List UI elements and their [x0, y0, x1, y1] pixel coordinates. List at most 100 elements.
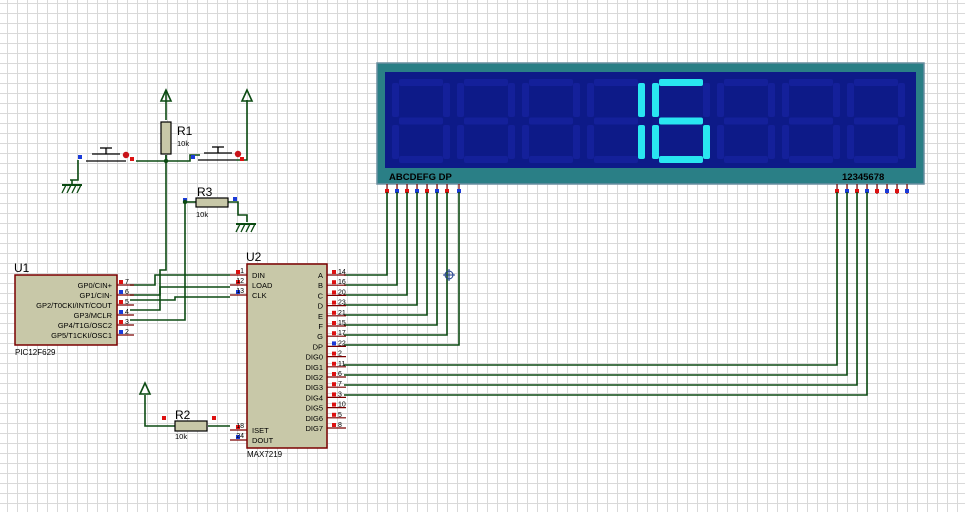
digit-segment — [573, 83, 580, 117]
u2-pin — [332, 372, 336, 376]
u1-pin — [119, 310, 123, 314]
digit-segment — [522, 83, 529, 117]
display-pin — [435, 189, 439, 193]
resistor-r2[interactable]: R2 10k — [162, 408, 216, 441]
u2-pin-name: LOAD — [252, 281, 273, 290]
u1-body — [14, 274, 118, 346]
display-digit — [652, 79, 710, 163]
display-digit — [847, 79, 905, 163]
digit-segment — [854, 117, 898, 125]
u2-pin-number: 10 — [338, 402, 346, 409]
digit-segment — [443, 83, 450, 117]
display-pin — [885, 189, 889, 193]
u1-pin — [119, 280, 123, 284]
u2-pin-number: 16 — [338, 279, 346, 286]
ground-terminal — [235, 223, 256, 233]
wires — [70, 100, 868, 427]
seven-segment-display[interactable]: ABCDEFG DP 12345678 — [376, 62, 925, 194]
digit-segment — [724, 117, 768, 125]
digit-segment — [457, 125, 464, 159]
digit-segment — [522, 125, 529, 159]
u1-pin-name: GP4/T1G/OSC2 — [58, 321, 112, 330]
digit-segment — [703, 125, 710, 159]
u2-pin-name: G — [317, 332, 323, 341]
u2-pin — [236, 435, 240, 439]
digit-segment — [587, 83, 594, 117]
digit-segment — [392, 83, 399, 117]
display-digit — [717, 79, 775, 163]
u1-part: PIC12F629 — [15, 348, 56, 357]
u2-pin — [332, 382, 336, 387]
display-pin — [415, 189, 419, 193]
u2-pin — [236, 290, 240, 294]
u2-pin-number: 7 — [338, 381, 342, 388]
u2-pin — [332, 290, 336, 295]
u1-pin-name: GP3/MCLR — [74, 311, 113, 320]
digit-segment — [854, 79, 898, 86]
display-pin — [855, 189, 859, 193]
u1-ref: U1 — [14, 261, 30, 275]
display-pin — [457, 189, 461, 193]
u1-pin — [119, 330, 123, 334]
r2-ref: R2 — [175, 408, 191, 422]
u2-pin — [332, 361, 336, 366]
u2-pin-number: 21 — [338, 310, 346, 317]
display-digit — [392, 79, 450, 163]
display-digits — [392, 79, 905, 163]
digit-segment — [724, 79, 768, 86]
u2-pin — [236, 270, 240, 274]
display-pin — [445, 189, 449, 193]
button-actuator[interactable] — [234, 150, 242, 158]
u2-pin-number: 22 — [338, 340, 346, 347]
digit-segment — [529, 156, 573, 163]
digit-segment — [638, 125, 645, 159]
u2-pin-number: 15 — [338, 320, 346, 327]
u2-pin — [332, 392, 336, 397]
display-pin — [405, 189, 409, 193]
crosshair-cursor-icon — [443, 269, 455, 281]
u1-pin-name: GP1/CIN- — [79, 291, 112, 300]
u2-pin-number: 12 — [236, 278, 244, 285]
u1-pin-number: 3 — [125, 319, 129, 326]
digit-segment — [464, 117, 508, 125]
digit-segment — [638, 83, 645, 117]
digit-segment — [443, 125, 450, 159]
u1-pic12f629[interactable]: U1 PIC12F629 GP0/CIN+7GP1/CIN-6GP2/T0CKI… — [14, 261, 134, 357]
pushbutton-1[interactable] — [78, 147, 134, 162]
r2-pin — [212, 416, 216, 420]
display-pin — [425, 189, 429, 193]
r3-pin — [233, 197, 237, 201]
display-pin — [385, 189, 389, 193]
u2-pin — [332, 310, 336, 315]
u1-pin-name: GP2/T0CKI/INT/COUT — [36, 301, 112, 310]
u2-pin — [332, 402, 336, 407]
pushbutton-2[interactable] — [191, 146, 244, 161]
digit-segment — [717, 125, 724, 159]
u2-pin-name: DIG7 — [305, 424, 323, 433]
digit-segment — [789, 79, 833, 86]
digit-segment — [399, 79, 443, 86]
resistor-r1[interactable]: R1 10k — [160, 121, 193, 155]
u2-pin-number: 18 — [236, 423, 244, 430]
display-pin — [395, 189, 399, 193]
display-pin — [835, 189, 839, 193]
digit-segment — [399, 117, 443, 125]
u2-pin — [332, 331, 336, 336]
u1-pin-number: 4 — [125, 309, 129, 316]
u2-pin-name: F — [318, 322, 323, 331]
power-terminal — [138, 381, 152, 395]
r2-body — [174, 420, 208, 432]
digit-segment — [659, 156, 703, 163]
segment-pins-label: ABCDEFG DP — [389, 172, 452, 183]
button-actuator[interactable] — [122, 151, 130, 159]
digit-segment — [782, 125, 789, 159]
u2-pin — [332, 351, 336, 356]
digit-segment — [703, 83, 710, 117]
digit-segment — [594, 156, 638, 163]
r1-ref: R1 — [177, 124, 193, 138]
u2-pin — [236, 425, 240, 429]
display-digit — [522, 79, 580, 163]
u2-pin — [332, 300, 336, 305]
